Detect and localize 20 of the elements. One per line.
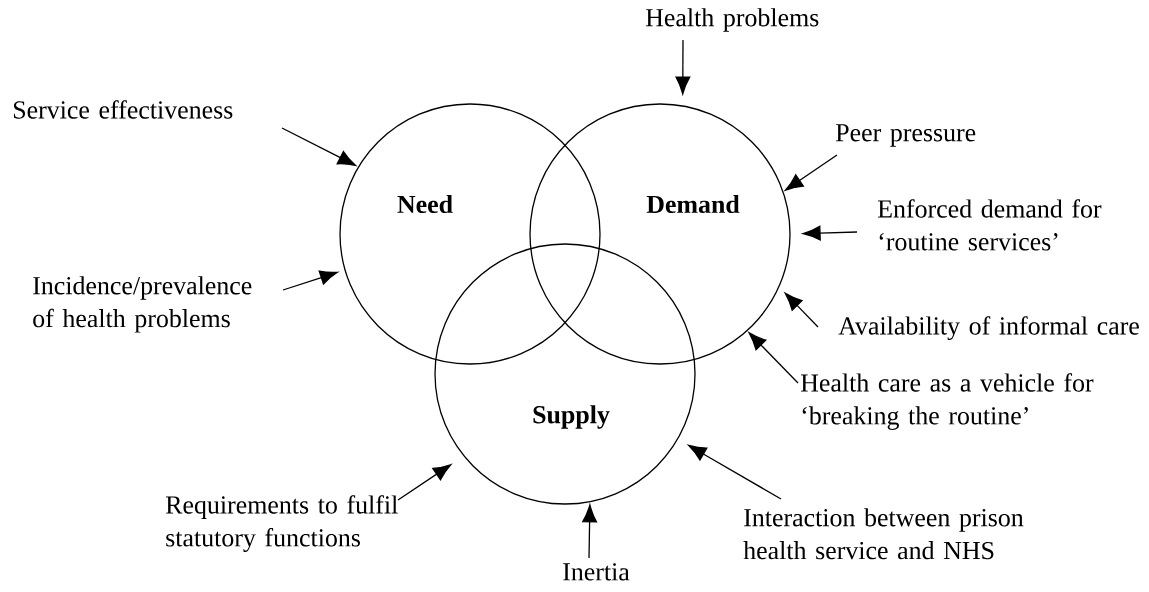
factor-label: Interaction between prison health service and NHS bbox=[743, 508, 1024, 560]
arrow bbox=[397, 464, 452, 501]
factor-label: Availability of informal care bbox=[838, 316, 1139, 341]
factor-label: Requirements to fulfil statutory functions bbox=[165, 495, 398, 552]
arrow bbox=[748, 332, 799, 384]
arrow bbox=[802, 225, 858, 241]
arrow bbox=[784, 154, 838, 191]
factor-label: Enforced demand for ‘routine services’ bbox=[877, 199, 1102, 251]
factor-label: Health care as a vehicle for ‘breaking the routine’ bbox=[800, 373, 1094, 430]
factor-label: Inertia bbox=[563, 563, 630, 581]
arrow bbox=[281, 127, 356, 166]
factor-label: Peer pressure bbox=[835, 124, 976, 147]
factor-label: Health problems bbox=[645, 8, 819, 32]
arrow bbox=[784, 292, 819, 328]
arrow bbox=[282, 270, 338, 291]
factor-label: Service effectiveness bbox=[13, 100, 233, 119]
arrow bbox=[675, 39, 691, 95]
arrow bbox=[582, 504, 598, 559]
factor-label: Incidence/prevalence of health problems bbox=[33, 276, 252, 333]
arrow bbox=[688, 444, 782, 500]
